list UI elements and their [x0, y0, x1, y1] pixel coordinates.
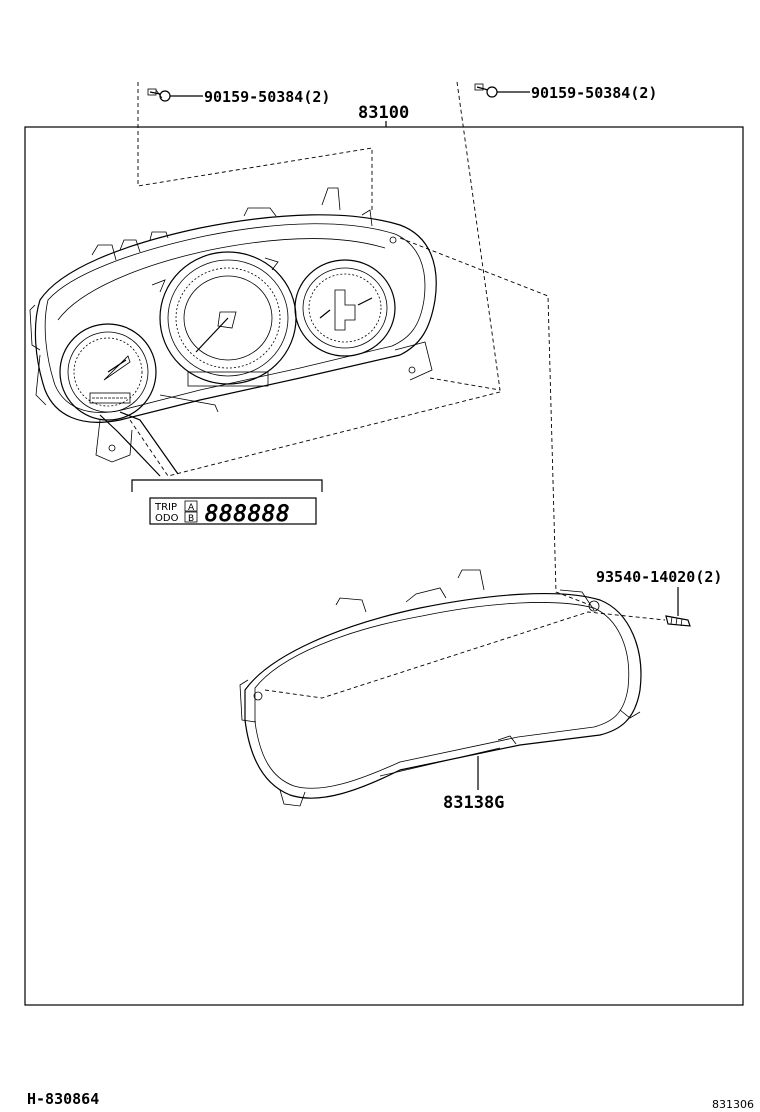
bolt-right-qty: (2): [630, 84, 657, 102]
footer-ref-right: 831306: [712, 1098, 754, 1111]
cluster-glass-drawing: [239, 569, 642, 807]
label-screw[interactable]: 93540-14020(2): [596, 568, 722, 586]
display-inset: TRIP ODO A B 888888: [149, 497, 317, 527]
screw-qty: (2): [695, 568, 722, 586]
display-button-a: A: [188, 503, 195, 513]
bolt-right-projection: [429, 81, 501, 391]
cluster-bottom-projection: [129, 391, 501, 477]
footer-ref-left: H-830864: [27, 1090, 99, 1108]
bolt-left-projection: [137, 82, 373, 212]
display-inset-bracket: [131, 479, 323, 492]
bolt-left-icon: [147, 88, 171, 102]
display-button-b: B: [188, 514, 194, 524]
display-digits: 888888: [205, 502, 290, 527]
label-83100[interactable]: 83100: [358, 103, 409, 123]
bolt-right-number: 90159-50384: [531, 84, 630, 102]
glass-projection-upper: [399, 237, 591, 606]
screw-number: 93540-14020: [596, 568, 695, 586]
label-bolt-left[interactable]: 90159-50384(2): [204, 88, 330, 106]
display-mode-trip: TRIP: [154, 502, 177, 513]
assembly-frame: [24, 126, 744, 1006]
display-mode-odo: ODO: [155, 513, 179, 524]
glass-projection-lower: [264, 611, 666, 699]
label-83138G[interactable]: 83138G: [443, 793, 504, 813]
bolt-left-qty: (2): [303, 88, 330, 106]
bolt-right-icon: [474, 83, 498, 98]
bolt-left-number: 90159-50384: [204, 88, 303, 106]
label-bolt-right[interactable]: 90159-50384(2): [531, 84, 657, 102]
instrument-cluster-drawing: [29, 187, 437, 477]
screw-icon: [665, 615, 691, 627]
